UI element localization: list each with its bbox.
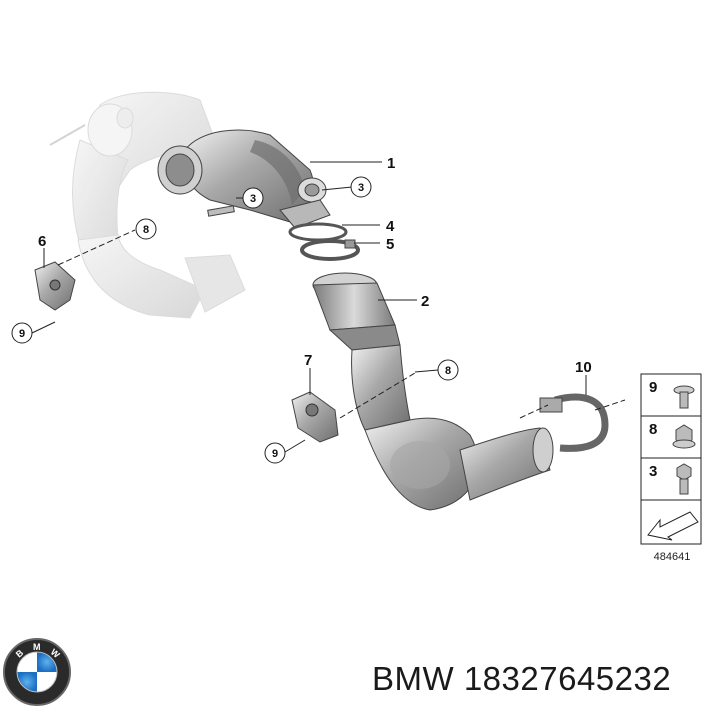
svg-text:B: B — [14, 647, 26, 659]
direction-arrow-icon — [647, 511, 699, 541]
part-number: 18327645232 — [463, 660, 672, 697]
part-2-front-pipe — [312, 272, 554, 511]
legend-item-8: 8 — [649, 421, 696, 449]
bracket-6 — [34, 261, 76, 311]
svg-text:9: 9 — [19, 328, 25, 340]
callouts: 1 2 4 5 6 7 10 3 3 8 8 9 9 — [11, 155, 592, 464]
svg-text:3: 3 — [649, 463, 657, 480]
callout-8-upper: 8 — [135, 218, 157, 240]
bracket-7 — [291, 391, 339, 443]
callout-6: 6 — [38, 233, 46, 250]
svg-text:9: 9 — [649, 379, 657, 396]
reference-code: 484641 — [654, 551, 691, 563]
callout-9-lower: 9 — [264, 442, 286, 464]
flange-bolt-icon — [673, 385, 695, 409]
legend-item-3: 3 — [649, 463, 692, 495]
brand-name: BMW — [372, 660, 455, 697]
fastener-legend: 9 8 3 484641 — [640, 373, 702, 563]
gasket-4 — [288, 222, 348, 242]
legend-item-9: 9 — [649, 379, 695, 409]
callout-2: 2 — [421, 293, 429, 310]
callout-8-lower: 8 — [437, 359, 459, 381]
ghost-assembly — [49, 91, 246, 319]
clamp-10 — [539, 393, 609, 452]
svg-text:8: 8 — [143, 224, 149, 236]
svg-text:8: 8 — [445, 365, 451, 377]
svg-text:3: 3 — [358, 182, 364, 194]
part-caption: BMW 18327645232 — [372, 660, 671, 698]
svg-text:3: 3 — [250, 193, 256, 205]
callout-10: 10 — [575, 359, 592, 376]
part-1-catalytic-converter — [157, 129, 331, 229]
clamp-ring-5 — [300, 239, 360, 261]
bolt-3-upper — [207, 205, 235, 217]
callout-4: 4 — [386, 218, 395, 235]
svg-text:8: 8 — [649, 421, 657, 438]
callout-7: 7 — [304, 352, 312, 369]
svg-text:9: 9 — [272, 448, 278, 460]
svg-text:M: M — [33, 642, 41, 652]
callout-3-flange: 3 — [350, 176, 372, 198]
leader-lines — [31, 161, 626, 453]
hex-flange-nut-icon — [672, 424, 696, 449]
hex-head-bolt-icon — [676, 463, 692, 495]
callout-5: 5 — [386, 236, 394, 253]
callout-3-bolt: 3 — [242, 187, 264, 209]
callout-9-upper: 9 — [11, 322, 33, 344]
callout-1: 1 — [387, 155, 395, 172]
bmw-roundel-logo: B M W — [3, 638, 71, 706]
